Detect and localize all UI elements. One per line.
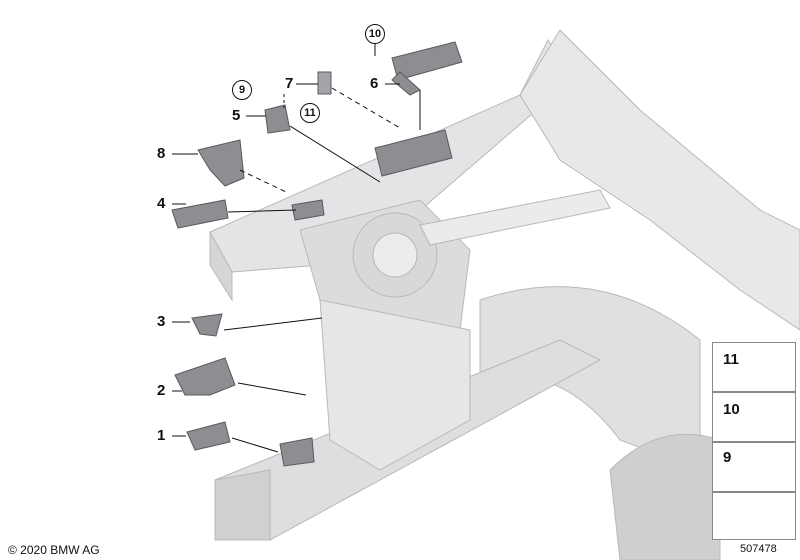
- part-4-bracket: [171, 199, 229, 229]
- copyright-text: © 2020 BMW AG: [8, 543, 100, 557]
- part-7-plate: [317, 71, 332, 95]
- callout-4: 4: [157, 195, 166, 212]
- diagram-number: 507478: [740, 543, 777, 555]
- callout-2: 2: [157, 382, 166, 399]
- callout-1: 1: [157, 427, 166, 444]
- legend-number-11: 11: [723, 351, 739, 368]
- callout-11: 11: [300, 103, 320, 123]
- callout-3: 3: [157, 313, 166, 330]
- legend-number-10: 10: [723, 401, 740, 418]
- callout-5: 5: [232, 107, 241, 124]
- legend-number-9: 9: [723, 449, 732, 466]
- callout-8: 8: [157, 145, 166, 162]
- part-6-bracket: [391, 41, 463, 81]
- legend-item-arrow: [712, 492, 796, 540]
- legend-item-10: 10: [712, 392, 796, 442]
- part-6-installed: [374, 129, 453, 177]
- parts: [171, 41, 463, 467]
- callout-9: 9: [232, 80, 252, 100]
- part-3-bracket: [191, 313, 223, 337]
- part-5-bracket: [264, 104, 291, 134]
- leader-lines: [172, 42, 421, 453]
- legend-item-9: 9: [712, 442, 796, 492]
- part-2-bracket: [174, 357, 236, 396]
- front-body-structure: [209, 29, 800, 560]
- callout-7: 7: [285, 75, 294, 92]
- callout-6: 6: [370, 75, 379, 92]
- part-1-bracket: [186, 421, 231, 451]
- callout-10: 10: [365, 24, 385, 44]
- part-8-bracket: [197, 139, 245, 187]
- legend-item-11: 11: [712, 342, 796, 392]
